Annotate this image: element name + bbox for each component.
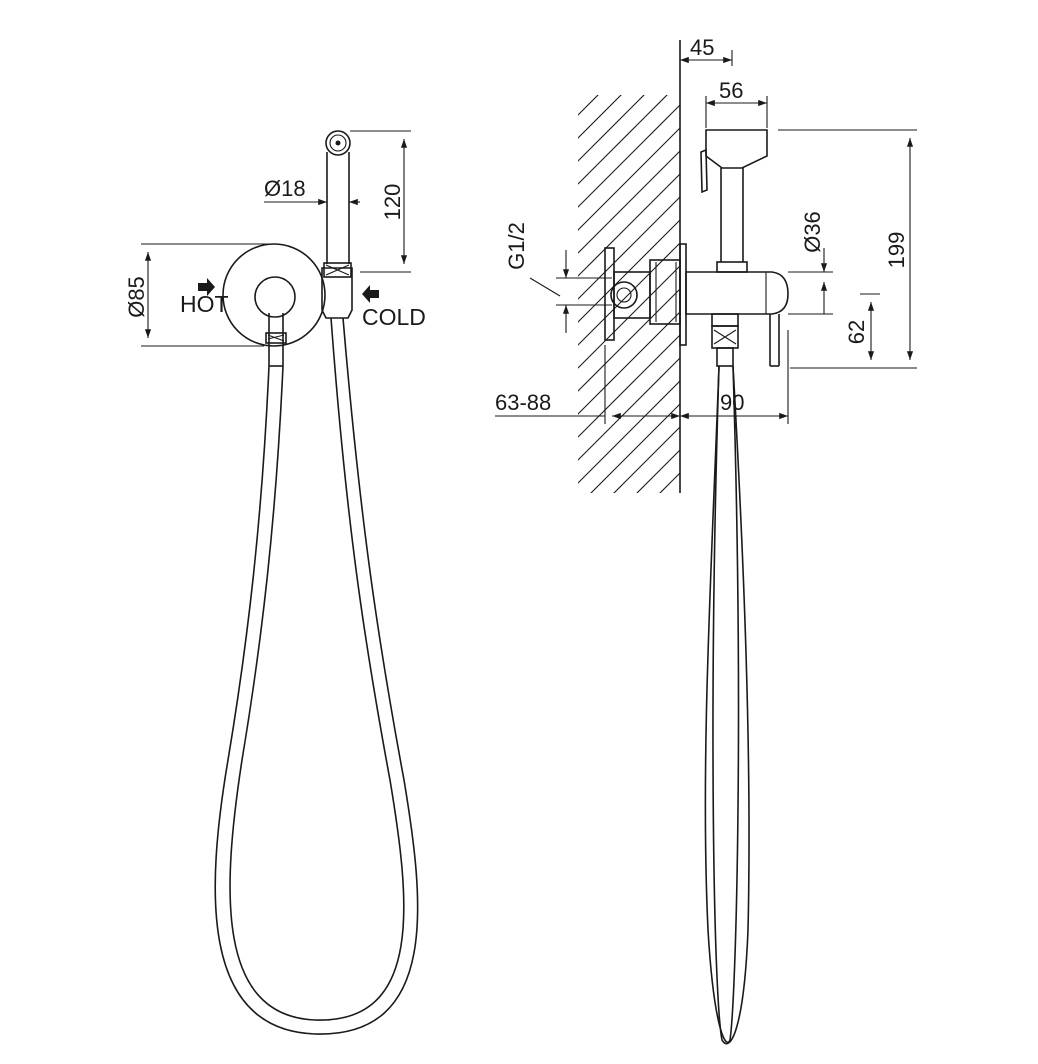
dim-diameter-handle: Ø18 — [264, 176, 360, 206]
dim-body-diameter: Ø36 — [788, 211, 833, 315]
cold-indicator: COLD — [362, 285, 426, 330]
dim-label-body-diameter: Ø36 — [800, 211, 825, 253]
spray-collar — [323, 262, 352, 278]
dim-projection: 90 — [680, 330, 789, 424]
hot-label: HOT — [180, 291, 229, 317]
cold-arrow-icon — [362, 285, 379, 303]
wall-rosette — [222, 243, 326, 347]
wall-hatch — [578, 95, 680, 493]
dim-label-diameter-handle: Ø18 — [264, 176, 306, 201]
dim-head-length: 56 — [705, 78, 768, 128]
hose — [214, 317, 419, 1035]
lever-stem — [265, 313, 287, 367]
dim-label-diameter-outer: Ø85 — [124, 276, 149, 318]
dim-height-spray: 120 — [350, 130, 411, 273]
dim-thread: G1/2 — [504, 222, 612, 333]
front-view: Ø85 Ø18 120 HOT COLD — [124, 130, 426, 1035]
spray-handle — [325, 130, 351, 264]
side-hose — [704, 365, 750, 1045]
dim-label-projection: 90 — [720, 390, 744, 415]
dim-label-total-height: 199 — [884, 232, 909, 269]
dim-mount-depth: 63-88 — [495, 345, 680, 424]
dim-label-height-spray: 120 — [380, 184, 405, 221]
dim-label-thread: G1/2 — [504, 222, 529, 270]
hot-arrow-icon — [198, 278, 215, 296]
dim-label-lower-height: 62 — [844, 320, 869, 344]
cold-label: COLD — [362, 304, 426, 330]
lever-knob — [254, 276, 296, 318]
dim-wall-offset: 45 — [680, 35, 733, 66]
hot-indicator: HOT — [180, 278, 229, 317]
mixer-body — [685, 129, 789, 367]
dim-label-head-length: 56 — [719, 78, 743, 103]
dim-diameter-outer: Ø85 — [124, 243, 272, 347]
dim-label-mount-depth: 63-88 — [495, 390, 551, 415]
spray-holder — [321, 267, 353, 319]
dim-label-wall-offset: 45 — [690, 35, 714, 60]
dim-lower-height: 62 — [844, 293, 880, 360]
dim-total-height: 199 — [778, 129, 917, 369]
